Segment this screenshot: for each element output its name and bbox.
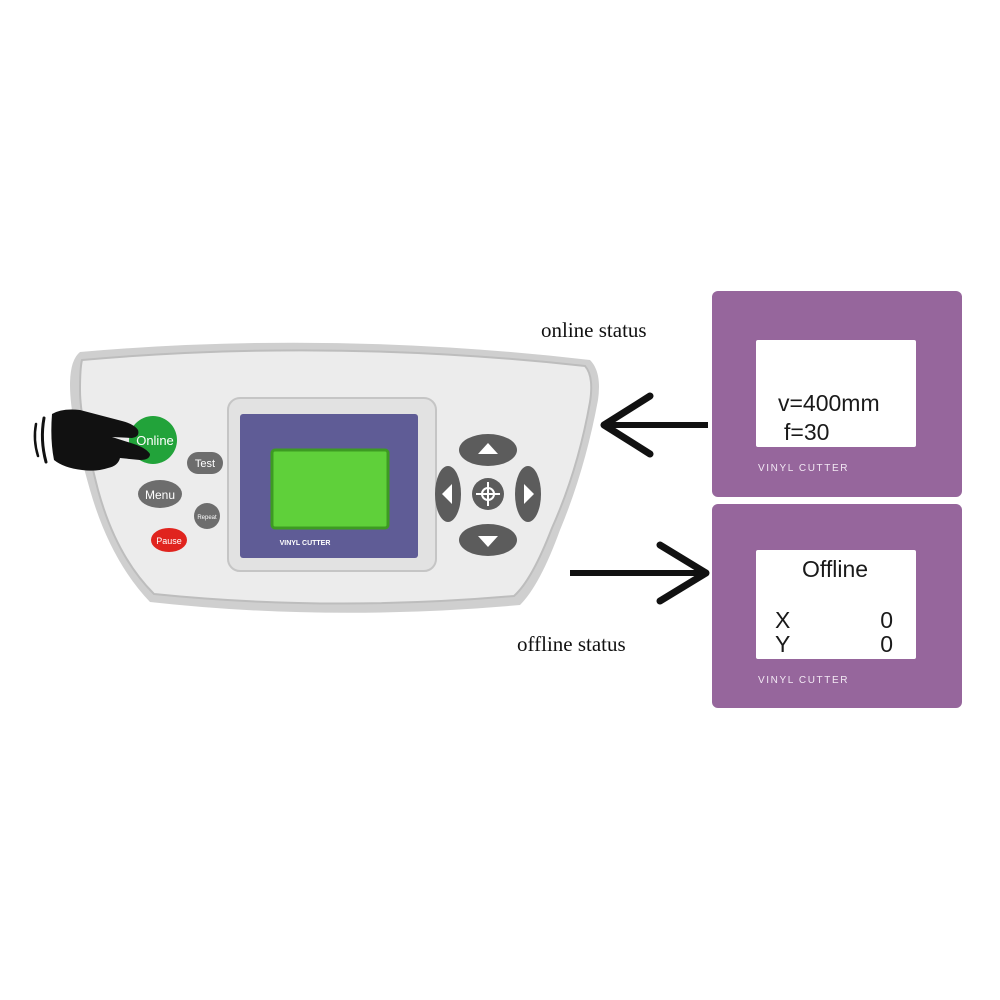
online-status-caption: online status: [541, 318, 647, 342]
lcd-display: [270, 448, 390, 530]
offline-card-brand: VINYL CUTTER: [758, 675, 849, 686]
offline-lcd-screen: [756, 550, 916, 659]
offline-y-label: Y: [775, 631, 790, 657]
menu-button-label: Menu: [145, 488, 175, 502]
repeat-button[interactable]: [194, 503, 220, 529]
control-panel: VINYL CUTTER Online Test Menu Repeat Pau…: [33, 342, 599, 613]
direction-pad: [435, 434, 541, 556]
left-arrow-icon: [442, 484, 452, 504]
arrow-to-panel: [600, 392, 708, 458]
offline-x-label: X: [775, 607, 790, 633]
arrow-to-offline-card: [570, 541, 710, 605]
right-arrow-icon: [524, 484, 534, 504]
repeat-button-label: Repeat: [197, 515, 217, 521]
online-status-card: v=400mm f=30 VINYL CUTTER: [712, 291, 962, 497]
offline-status-caption: offline status: [517, 632, 626, 656]
pause-button-label: Pause: [156, 536, 182, 546]
online-button-label: Online: [136, 433, 174, 448]
hand-pointer-icon: [33, 409, 151, 471]
test-button[interactable]: [187, 452, 223, 474]
offline-title: Offline: [802, 556, 868, 582]
online-speed-line: v=400mm: [778, 390, 880, 416]
menu-button[interactable]: [138, 480, 182, 508]
down-arrow-icon: [478, 536, 498, 547]
online-lcd-screen: [756, 340, 916, 447]
offline-y-value: 0: [880, 631, 893, 657]
online-force-line: f=30: [784, 419, 829, 445]
crosshair-icon: [476, 482, 500, 506]
offline-x-value: 0: [880, 607, 893, 633]
pause-button[interactable]: [151, 528, 187, 552]
online-card-brand: VINYL CUTTER: [758, 463, 849, 474]
offline-status-card: Offline X 0 Y 0 VINYL CUTTER: [712, 504, 962, 708]
up-arrow-icon: [478, 443, 498, 454]
test-button-label: Test: [195, 458, 215, 470]
screen-brand-label: VINYL CUTTER: [280, 540, 331, 547]
